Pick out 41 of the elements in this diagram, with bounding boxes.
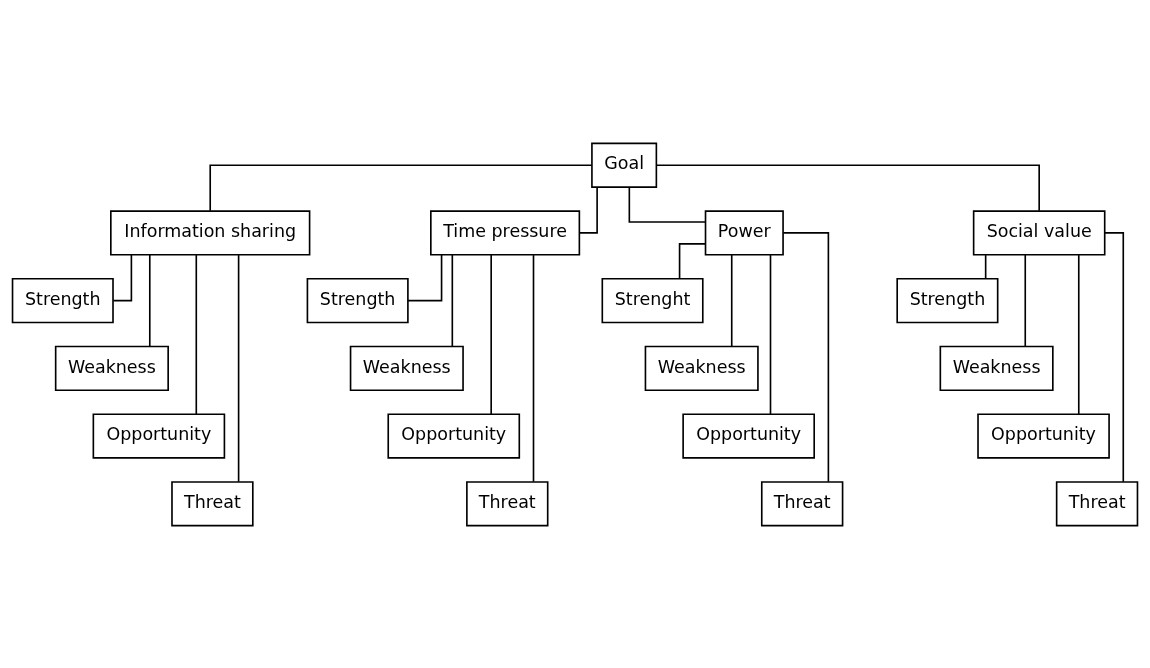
node-box: Strenght (601, 277, 704, 323)
node-box: Opportunity (92, 412, 226, 459)
node-box: Goal (591, 142, 658, 188)
connector (730, 253, 733, 347)
node-box: Threat (171, 480, 254, 526)
node-box: Weakness (644, 345, 759, 391)
node-box: Time pressure (430, 209, 581, 256)
connector (578, 186, 598, 234)
node-box: Weakness (349, 345, 464, 391)
connector (451, 253, 454, 347)
connector (984, 253, 987, 279)
node-box: Opportunity (977, 412, 1110, 459)
connector (1024, 253, 1027, 347)
connector (1104, 231, 1125, 482)
node-box: Social value (972, 209, 1106, 256)
node-box: Information sharing (110, 209, 311, 256)
connector (209, 163, 593, 212)
node-box: Threat (760, 480, 844, 526)
connector (532, 253, 535, 482)
connector (655, 163, 1040, 212)
connector (678, 242, 706, 279)
connector (1077, 253, 1080, 415)
node-box: Threat (466, 480, 549, 526)
node-box: Strength (11, 277, 114, 323)
node-box: Opportunity (682, 412, 815, 459)
node-box: Weakness (939, 345, 1054, 391)
connector (237, 253, 240, 482)
connector (628, 186, 707, 223)
node-box: Opportunity (387, 412, 521, 459)
node-box: Strength (896, 277, 999, 323)
connector (782, 231, 830, 482)
connector (769, 253, 772, 415)
connector (407, 253, 443, 301)
node-box: Threat (1055, 480, 1139, 526)
node-box: Weakness (54, 345, 169, 391)
connector (195, 253, 198, 415)
node-box: Strength (306, 277, 409, 323)
connector (490, 253, 492, 415)
connector (148, 253, 151, 347)
connector (112, 253, 133, 301)
node-box: Power (704, 209, 784, 256)
